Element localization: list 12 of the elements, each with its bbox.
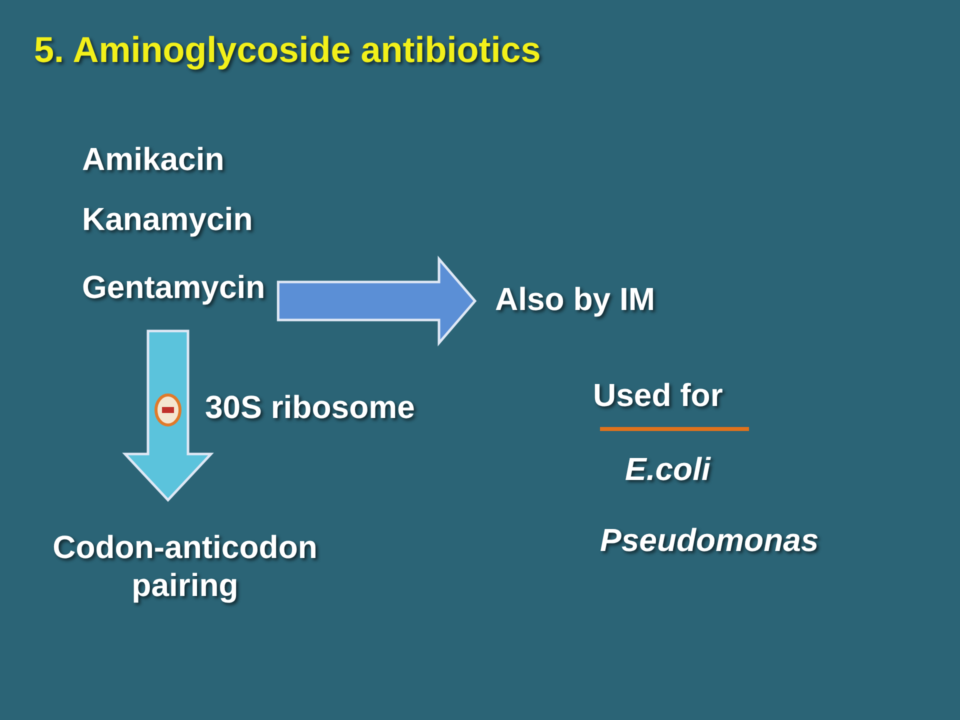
slide-title: 5. Aminoglycoside antibiotics [34, 28, 541, 72]
term-text: Gentamycin [82, 268, 322, 306]
edge-label: 30S ribosome [205, 388, 415, 426]
block-arrow [122, 330, 214, 502]
block-arrow [276, 256, 477, 346]
section-label: Used for [593, 376, 723, 414]
term-text: Amikacin [82, 140, 282, 178]
term-text: Also by IM [495, 280, 705, 318]
organism-label: Pseudomonas [600, 521, 819, 560]
organism-label: E.coli [625, 450, 710, 488]
term-text: Kanamycin [82, 200, 302, 238]
term-text: Codon-anticodon pairing [5, 528, 365, 605]
